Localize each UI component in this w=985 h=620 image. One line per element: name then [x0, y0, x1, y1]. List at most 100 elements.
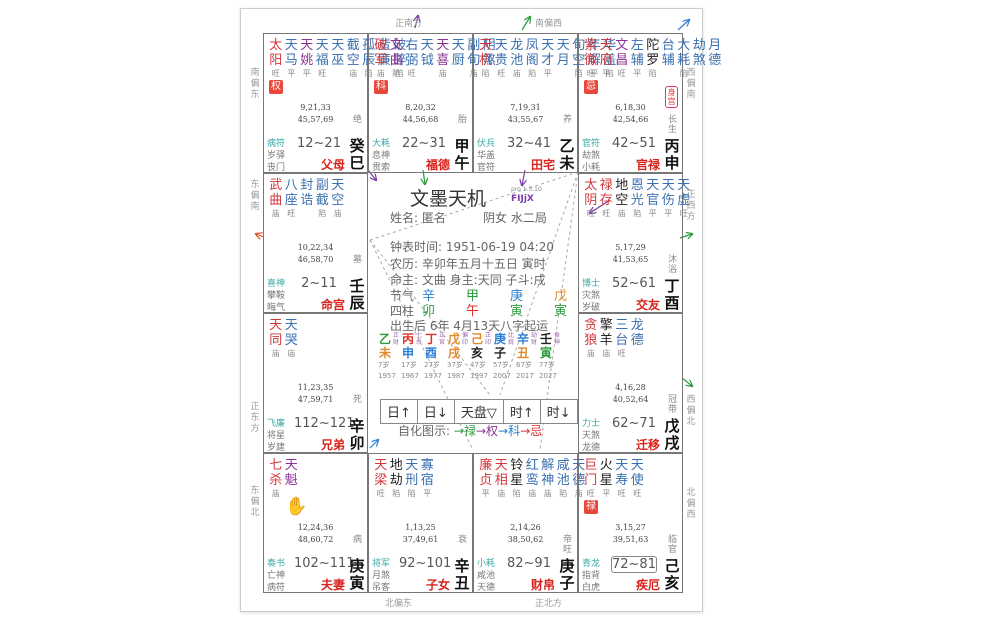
nav-button[interactable]: 日↑ — [381, 400, 418, 423]
star[interactable]: 天虚旺 — [677, 178, 691, 218]
star[interactable]: 天哭庙 — [284, 318, 298, 358]
star[interactable]: 太阴旺 — [584, 178, 598, 218]
star[interactable]: 年解平 — [587, 38, 601, 78]
star[interactable]: 大耗陷 — [677, 38, 691, 78]
star[interactable]: 文曲陷 — [389, 38, 403, 78]
star[interactable]: 天厨 — [451, 38, 465, 68]
star[interactable]: 封诰 — [300, 178, 314, 208]
star[interactable]: 天巫 — [331, 38, 345, 68]
star[interactable]: 副截陷 — [315, 178, 329, 218]
star[interactable]: 阴煞 — [482, 38, 496, 68]
palace-name[interactable]: 交友 — [635, 298, 660, 312]
star[interactable]: 天喜庙 — [436, 38, 450, 78]
star[interactable]: 咸池陷 — [556, 458, 570, 498]
star[interactable]: 天梁旺 — [374, 458, 388, 498]
star[interactable]: 紫微旺 — [584, 38, 598, 78]
star[interactable]: 火星平 — [599, 458, 613, 498]
star[interactable]: 八座旺 — [284, 178, 298, 218]
palace-name[interactable]: 兄弟 — [320, 438, 345, 452]
star[interactable]: 天才平 — [541, 38, 555, 78]
star[interactable]: 天寿旺 — [615, 458, 629, 498]
palace-name[interactable]: 父母 — [320, 158, 345, 172]
star[interactable]: 天机陷 — [479, 38, 493, 78]
palace-name[interactable]: 疾厄 — [635, 578, 660, 592]
star[interactable]: 天相庙 — [494, 458, 508, 498]
star[interactable]: 左辅平 — [630, 38, 644, 78]
star[interactable]: 武曲庙 — [269, 178, 283, 218]
star[interactable]: 凤阁陷 — [525, 38, 539, 78]
star[interactable]: 恩光陷 — [630, 178, 644, 218]
star[interactable]: 陀罗陷 — [646, 38, 660, 78]
star[interactable]: 劫煞 — [692, 38, 706, 68]
star[interactable]: 龙池庙 — [510, 38, 524, 78]
star[interactable]: 华盖陷 — [603, 38, 617, 78]
nav-button[interactable]: 时↑ — [504, 400, 541, 423]
palace-name[interactable]: 财帛 — [530, 578, 555, 592]
palace-name[interactable]: 子女 — [425, 578, 450, 592]
star[interactable]: 天刑陷 — [405, 458, 419, 498]
star[interactable]: 天魁 — [284, 458, 298, 488]
star[interactable]: 龙德 — [630, 318, 644, 348]
star[interactable]: 禄存旺 — [599, 178, 613, 218]
star[interactable]: 破碎陷 — [393, 38, 407, 78]
star[interactable]: 蜚廉 — [377, 38, 391, 68]
star[interactable]: 天月 — [556, 38, 570, 68]
nav-button[interactable]: 时↓ — [546, 406, 571, 421]
nav-button[interactable]: 天盘▽ — [455, 400, 504, 423]
star[interactable]: 寡宿平 — [420, 458, 434, 498]
star[interactable]: 月德 — [708, 38, 722, 68]
star[interactable]: 地劫陷 — [389, 458, 403, 498]
star[interactable]: 天府平 — [599, 38, 613, 78]
star[interactable]: 天姚平 — [300, 38, 314, 78]
star[interactable]: 解神庙 — [541, 458, 555, 498]
star[interactable]: 廉贞平 — [479, 458, 493, 498]
star[interactable]: 天钺 — [420, 38, 434, 68]
star[interactable]: 地空庙 — [615, 178, 629, 218]
star[interactable]: 贪狼庙 — [584, 318, 598, 358]
star[interactable]: 天贵旺 — [494, 38, 508, 78]
star[interactable]: 天马平 — [284, 38, 298, 78]
star[interactable]: 擎羊庙 — [599, 318, 613, 358]
palace-name[interactable]: 命宫 — [320, 298, 345, 312]
star[interactable]: 天使旺 — [630, 458, 644, 498]
star[interactable]: 台辅 — [661, 38, 675, 68]
palace-name[interactable]: 迁移 — [635, 438, 660, 452]
star[interactable]: 截空庙 — [346, 38, 360, 78]
star[interactable]: 文昌旺 — [615, 38, 629, 78]
star[interactable]: 天官平 — [646, 178, 660, 218]
star[interactable]: 天伤平 — [661, 178, 675, 218]
star[interactable]: 七杀庙 — [269, 458, 283, 498]
palace-name[interactable]: 官禄 — [635, 158, 660, 172]
palace-name[interactable]: 夫妻 — [320, 578, 345, 592]
star[interactable]: 破军庙 — [374, 38, 388, 78]
star[interactable]: 铃星陷 — [510, 458, 524, 498]
star[interactable]: 三台旺 — [615, 318, 629, 358]
palace-name[interactable]: 福德 — [425, 158, 450, 172]
star[interactable]: 右弼旺 — [405, 38, 419, 78]
star[interactable]: 太阳旺 — [269, 38, 283, 78]
palace-name[interactable]: 田宅 — [530, 158, 555, 172]
star[interactable]: 天空庙 — [331, 178, 345, 218]
star[interactable]: 天同庙 — [269, 318, 283, 358]
star[interactable]: 巨门旺 — [584, 458, 598, 498]
